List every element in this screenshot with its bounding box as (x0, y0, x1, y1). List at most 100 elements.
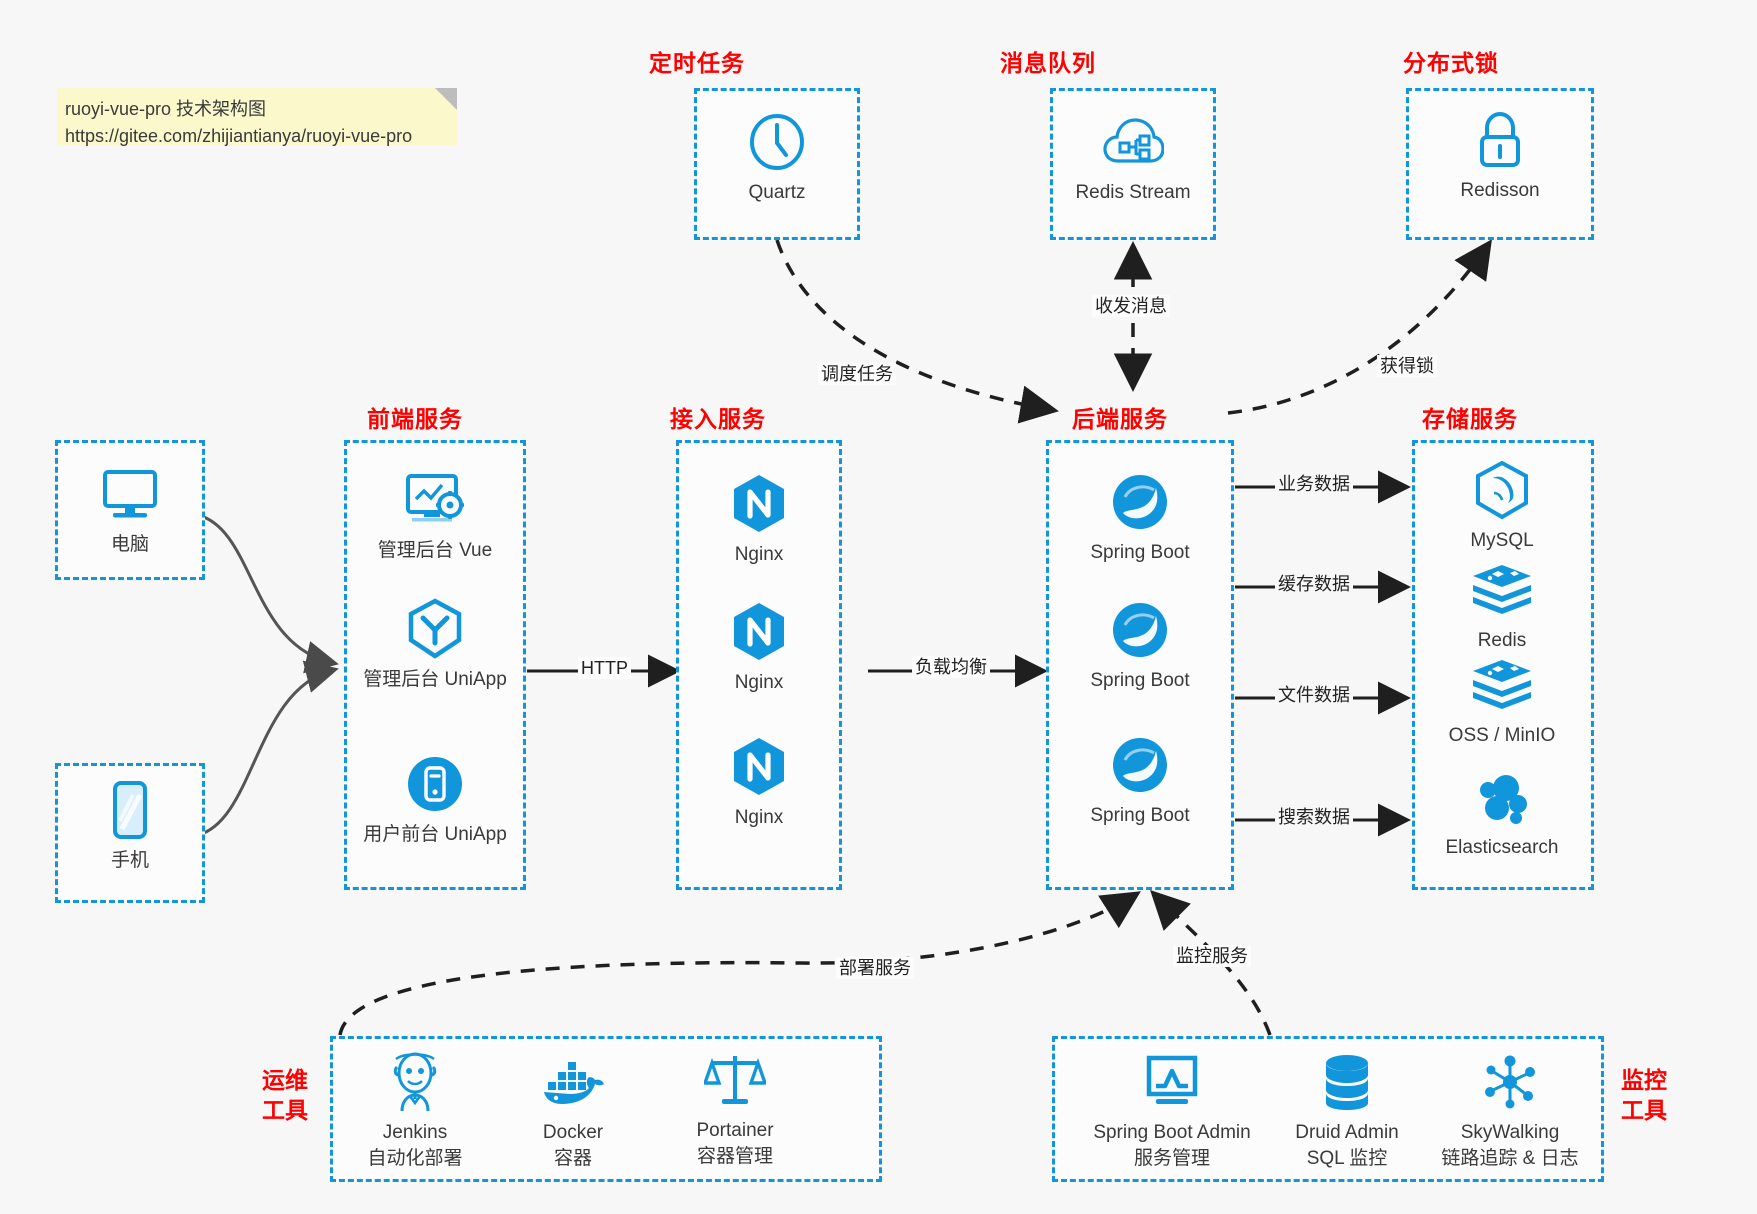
node-label: Elasticsearch (1445, 837, 1559, 858)
monitor-chart-icon (1077, 1050, 1267, 1114)
node-oss-minio[interactable]: OSS / MinIO (1427, 653, 1577, 749)
node-sublabel: SQL 监控 (1306, 1148, 1388, 1169)
node-computer[interactable]: 电脑 (55, 462, 205, 558)
node-user-uniapp[interactable]: 用户前台 UniApp (360, 752, 510, 848)
node-spring-boot-admin[interactable]: Spring Boot Admin 服务管理 (1077, 1050, 1267, 1172)
group-box-devops (330, 1036, 882, 1182)
redis-stack-icon (1427, 558, 1577, 622)
node-label: Docker (542, 1122, 604, 1143)
note-line-1: ruoyi-vue-pro 技术架构图 (65, 99, 267, 119)
edge-label-cache-data: 缓存数据 (1275, 573, 1353, 595)
group-title-devops-line2: 工具 (262, 1097, 308, 1123)
lock-icon (1425, 108, 1575, 172)
node-skywalking[interactable]: SkyWalking 链路追踪 & 日志 (1420, 1050, 1600, 1172)
node-springboot-1[interactable]: Spring Boot (1065, 470, 1215, 566)
edge-label-send-receive-msg: 收发消息 (1092, 295, 1170, 317)
group-title-devops: 运维 工具 (254, 1065, 316, 1125)
node-label: MySQL (1470, 530, 1534, 551)
node-label: Portainer (696, 1120, 774, 1141)
dashboard-gear-icon (360, 468, 510, 532)
node-label: Druid Admin (1295, 1122, 1399, 1143)
nginx-icon (684, 735, 834, 799)
mysql-dolphin-icon (1427, 458, 1577, 522)
group-box-mq (1050, 88, 1216, 240)
node-springboot-3[interactable]: Spring Boot (1065, 733, 1215, 829)
group-title-mq: 消息队列 (1000, 50, 1096, 76)
edge-label-business-data: 业务数据 (1275, 473, 1353, 495)
node-label: Spring Boot (1090, 670, 1190, 691)
edge-label-load-balance: 负载均衡 (912, 656, 990, 678)
edge-label-search-data: 搜索数据 (1275, 806, 1353, 828)
spring-leaf-icon (1065, 733, 1215, 797)
node-portainer[interactable]: Portainer 容器管理 (660, 1048, 810, 1170)
node-springboot-2[interactable]: Spring Boot (1065, 598, 1215, 694)
cloud-network-icon (1058, 110, 1208, 174)
node-jenkins[interactable]: Jenkins 自动化部署 (340, 1050, 490, 1172)
group-title-storage: 存储服务 (1422, 406, 1518, 432)
docker-whale-icon (498, 1050, 648, 1114)
group-title-gateway: 接入服务 (670, 406, 766, 432)
group-title-lock: 分布式锁 (1403, 50, 1499, 76)
node-nginx-3[interactable]: Nginx (684, 735, 834, 831)
uniapp-shield-icon (360, 597, 510, 661)
node-elasticsearch[interactable]: Elasticsearch (1427, 765, 1577, 861)
clock-icon (702, 110, 852, 174)
portainer-scale-icon (660, 1048, 810, 1112)
mobile-phone-icon (55, 778, 205, 842)
node-druid-admin[interactable]: Druid Admin SQL 监控 (1262, 1050, 1432, 1172)
node-label: Redis Stream (1075, 182, 1191, 203)
node-label: Nginx (734, 807, 784, 828)
nginx-icon (684, 600, 834, 664)
nginx-icon (684, 472, 834, 536)
node-redisson[interactable]: Redisson (1425, 108, 1575, 204)
skywalking-node-icon (1420, 1050, 1600, 1114)
node-label: 手机 (110, 850, 149, 871)
desktop-monitor-icon (55, 462, 205, 526)
node-label: SkyWalking (1460, 1122, 1560, 1143)
node-admin-uniapp[interactable]: 管理后台 UniApp (360, 597, 510, 693)
node-label: 管理后台 UniApp (363, 669, 507, 690)
node-phone[interactable]: 手机 (55, 778, 205, 874)
node-quartz[interactable]: Quartz (702, 110, 852, 206)
node-mysql[interactable]: MySQL (1427, 458, 1577, 554)
node-label: 用户前台 UniApp (363, 824, 507, 845)
node-label: 电脑 (110, 534, 149, 555)
node-sublabel: 自动化部署 (367, 1148, 463, 1169)
spring-leaf-icon (1065, 470, 1215, 534)
edge-label-deploy-service: 部署服务 (836, 957, 914, 979)
group-title-frontend: 前端服务 (367, 406, 463, 432)
node-redis[interactable]: Redis (1427, 558, 1577, 654)
node-label: Redis (1477, 630, 1527, 651)
node-label: Quartz (748, 182, 806, 203)
node-label: Spring Boot (1090, 805, 1190, 826)
jenkins-butler-icon (340, 1050, 490, 1114)
node-nginx-2[interactable]: Nginx (684, 600, 834, 696)
sticky-note: ruoyi-vue-pro 技术架构图 https://gitee.com/zh… (57, 88, 457, 146)
node-label: Spring Boot (1090, 542, 1190, 563)
node-label: Nginx (734, 544, 784, 565)
node-nginx-1[interactable]: Nginx (684, 472, 834, 568)
spring-leaf-icon (1065, 598, 1215, 662)
node-docker[interactable]: Docker 容器 (498, 1050, 648, 1172)
node-sublabel: 容器 (553, 1148, 592, 1169)
edge-label-schedule-task: 调度任务 (818, 363, 896, 385)
group-title-backend: 后端服务 (1072, 406, 1168, 432)
edge-label-acquire-lock: 获得锁 (1377, 355, 1437, 377)
note-line-2: https://gitee.com/zhijiantianya/ruoyi-vu… (65, 126, 413, 146)
database-stack-icon (1262, 1050, 1432, 1114)
group-title-devops-line1: 运维 (262, 1067, 308, 1093)
node-label: 管理后台 Vue (377, 540, 493, 561)
group-title-monitor-line1: 监控 (1621, 1067, 1667, 1093)
node-sublabel: 容器管理 (696, 1146, 773, 1167)
node-redis-stream[interactable]: Redis Stream (1058, 110, 1208, 206)
edge-label-monitor-service: 监控服务 (1173, 945, 1251, 967)
node-label: Redisson (1460, 180, 1540, 201)
elasticsearch-icon (1427, 765, 1577, 829)
redis-stack-icon (1427, 653, 1577, 717)
note-fold-corner (435, 88, 457, 110)
node-admin-vue[interactable]: 管理后台 Vue (360, 468, 510, 564)
edge-label-file-data: 文件数据 (1275, 684, 1353, 706)
node-sublabel: 服务管理 (1133, 1148, 1210, 1169)
group-title-scheduler: 定时任务 (649, 50, 745, 76)
